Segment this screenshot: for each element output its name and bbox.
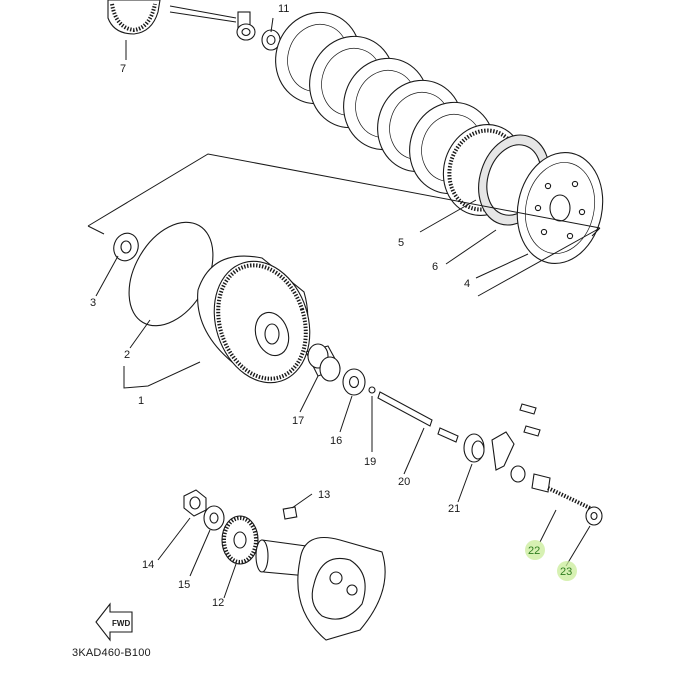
highlight-23 — [557, 561, 577, 581]
callout-1: 1 — [138, 395, 144, 407]
callout-2: 2 — [124, 349, 130, 361]
callout-23: 23 — [560, 566, 572, 578]
part-3-washer — [113, 232, 139, 262]
callout-17: 17 — [292, 415, 304, 427]
callout-3: 3 — [90, 297, 96, 309]
part-14-nut — [183, 489, 207, 517]
callout-16: 16 — [330, 435, 342, 447]
assembly-bracket — [87, 153, 601, 297]
callout-14: 14 — [142, 559, 154, 571]
callout-13: 13 — [318, 489, 330, 501]
highlight-22 — [525, 540, 545, 560]
callout-19: 19 — [364, 456, 376, 468]
callout-15: 15 — [178, 579, 190, 591]
part-17-spacer — [305, 343, 341, 382]
part-16-washer — [342, 368, 366, 396]
part-20-push-rod — [377, 391, 459, 443]
callout-5: 5 — [398, 237, 404, 249]
part-11-washers — [236, 11, 281, 51]
callout-20: 20 — [398, 476, 410, 488]
part-4-pressure-plate — [516, 151, 604, 265]
fwd-arrow: FWD — [95, 602, 133, 642]
callout-labels: 7 11 5 6 4 3 2 1 17 16 19 20 21 13 14 15… — [90, 3, 572, 609]
part-12-drive-gear — [221, 515, 259, 565]
part-13-key — [282, 506, 298, 520]
diagram-code: 3KAD460-B100 — [72, 647, 151, 659]
leader-lines — [95, 17, 591, 599]
callout-4: 4 — [464, 278, 470, 290]
crank-balancer — [255, 536, 386, 641]
callout-12: 12 — [212, 597, 224, 609]
callout-11: 11 — [278, 3, 289, 15]
callout-21: 21 — [448, 503, 460, 515]
fwd-label: FWD — [112, 619, 130, 628]
callout-7: 7 — [120, 63, 126, 75]
part-21-push-lever — [463, 431, 515, 471]
part-7-gear — [107, 0, 237, 35]
part-15-washer — [203, 505, 225, 531]
clutch-plate-stack — [275, 11, 550, 226]
part-1-clutch-housing — [197, 255, 311, 384]
part-19-ball — [368, 386, 376, 394]
small-fasteners — [519, 403, 541, 437]
callout-6: 6 — [432, 261, 438, 273]
callout-22: 22 — [528, 545, 540, 557]
part-22-23-adjuster — [510, 465, 603, 526]
